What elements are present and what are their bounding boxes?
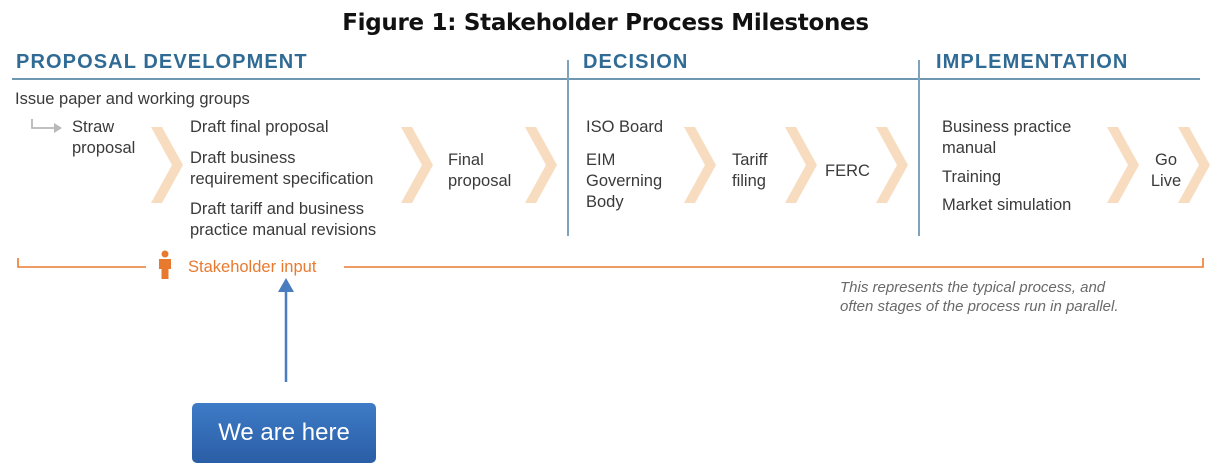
iso-board-label: ISO Board bbox=[586, 118, 664, 136]
phase-proposal-development: PROPOSAL DEVELOPMENT bbox=[16, 51, 308, 73]
chevron-icon bbox=[876, 127, 908, 203]
chevron-icon bbox=[525, 127, 557, 203]
chevron-icon bbox=[1178, 127, 1210, 203]
market-simulation-label: Market simulation bbox=[942, 196, 1072, 214]
draft-tariff-manual: Draft tariff and business practice manua… bbox=[190, 200, 377, 239]
go-live-label: Go Live bbox=[1150, 151, 1182, 190]
tariff-filing-label: Tariff filing bbox=[732, 151, 768, 190]
stakeholder-input-label: Stakeholder input bbox=[188, 258, 317, 276]
chevron-icon bbox=[1107, 127, 1139, 203]
up-arrow-icon bbox=[278, 278, 294, 382]
straw-proposal-label: Straw proposal bbox=[72, 118, 136, 157]
chevron-icon bbox=[684, 127, 716, 203]
draft-business-requirement: Draft business requirement specification bbox=[190, 149, 374, 188]
chevron-icon bbox=[151, 127, 183, 203]
draft-final-proposal: Draft final proposal bbox=[190, 118, 329, 136]
process-note: This represents the typical process, and… bbox=[840, 279, 1119, 315]
chevron-icon bbox=[785, 127, 817, 203]
ferc-label: FERC bbox=[825, 162, 870, 180]
training-label: Training bbox=[942, 168, 1001, 186]
divider-decision bbox=[567, 60, 569, 236]
header-rule bbox=[12, 78, 1200, 80]
issue-paper-label: Issue paper and working groups bbox=[15, 90, 250, 108]
stakeholder-timeline bbox=[17, 258, 1204, 268]
divider-implementation bbox=[918, 60, 920, 236]
person-icon bbox=[159, 250, 171, 279]
figure-title: Figure 1: Stakeholder Process Milestones bbox=[342, 10, 869, 36]
we-are-here-callout: We are here bbox=[192, 403, 376, 463]
final-proposal-label: Final proposal bbox=[448, 151, 512, 190]
phase-implementation: IMPLEMENTATION bbox=[936, 51, 1129, 73]
chevron-icon bbox=[401, 127, 433, 203]
business-practice-manual-label: Business practice manual bbox=[942, 118, 1072, 157]
eim-governing-body-label: EIM Governing Body bbox=[586, 151, 663, 211]
phase-decision: DECISION bbox=[583, 51, 689, 73]
arrow-right-icon bbox=[31, 119, 62, 133]
